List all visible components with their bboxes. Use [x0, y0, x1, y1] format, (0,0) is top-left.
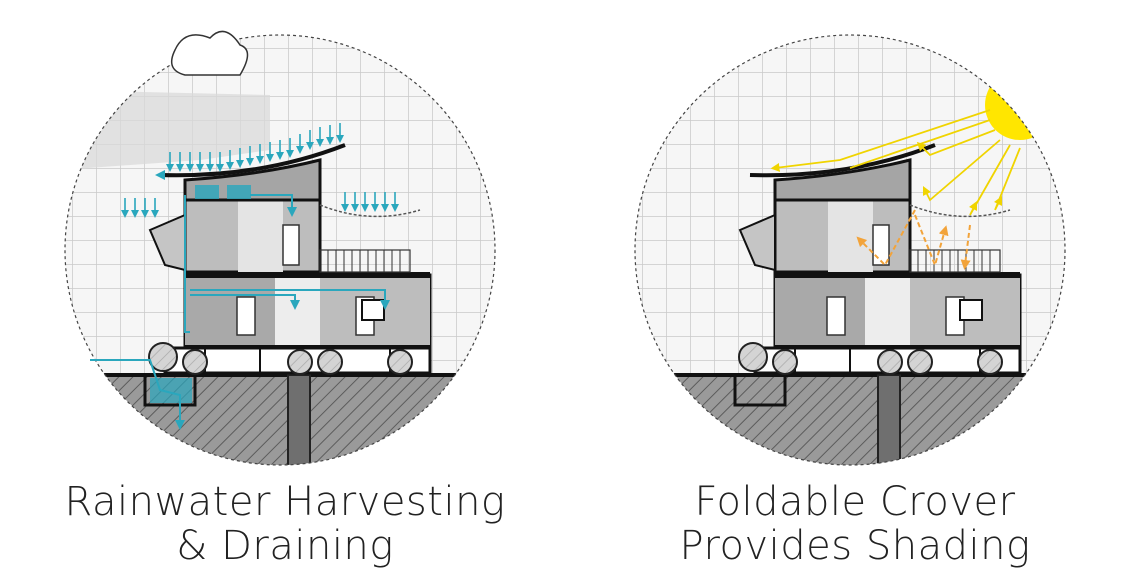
caption-line-1: Foldable Crover [694, 479, 1016, 525]
float-drum [977, 349, 1003, 375]
float-drum [877, 349, 903, 375]
house-section [148, 143, 432, 375]
shading-diagram [634, 34, 1066, 466]
float-drum [148, 342, 178, 372]
float-drum [182, 349, 208, 375]
caption-line-2: Provides Shading [679, 523, 1031, 569]
caption-line-2: & Draining [176, 523, 394, 569]
drain-pipes [90, 170, 390, 430]
shading-panel: Foldable Crover Provides Shading [570, 0, 1140, 575]
float-drum [738, 342, 768, 372]
frame-circle [64, 34, 496, 466]
ground-section [635, 375, 1065, 465]
float-drum [772, 349, 798, 375]
float-drum [387, 349, 413, 375]
float-drum [907, 349, 933, 375]
rainwater-panel: Rainwater Harvesting & Draining [64, 30, 506, 569]
float-drum [287, 349, 313, 375]
pile-foundation [287, 374, 311, 465]
rainwater-diagram [64, 30, 496, 466]
pile-foundation [877, 374, 901, 465]
float-drum [317, 349, 343, 375]
caption-line-1: Rainwater Harvesting [64, 479, 506, 525]
house-section [738, 143, 1022, 375]
rain-arrows [121, 123, 399, 218]
frame-circle [634, 34, 1066, 466]
sun-icon [985, 70, 1055, 140]
sun-rays [770, 109, 1021, 216]
reflected-light [856, 209, 971, 270]
ground-section [65, 375, 495, 465]
cloud-icon [170, 30, 249, 76]
